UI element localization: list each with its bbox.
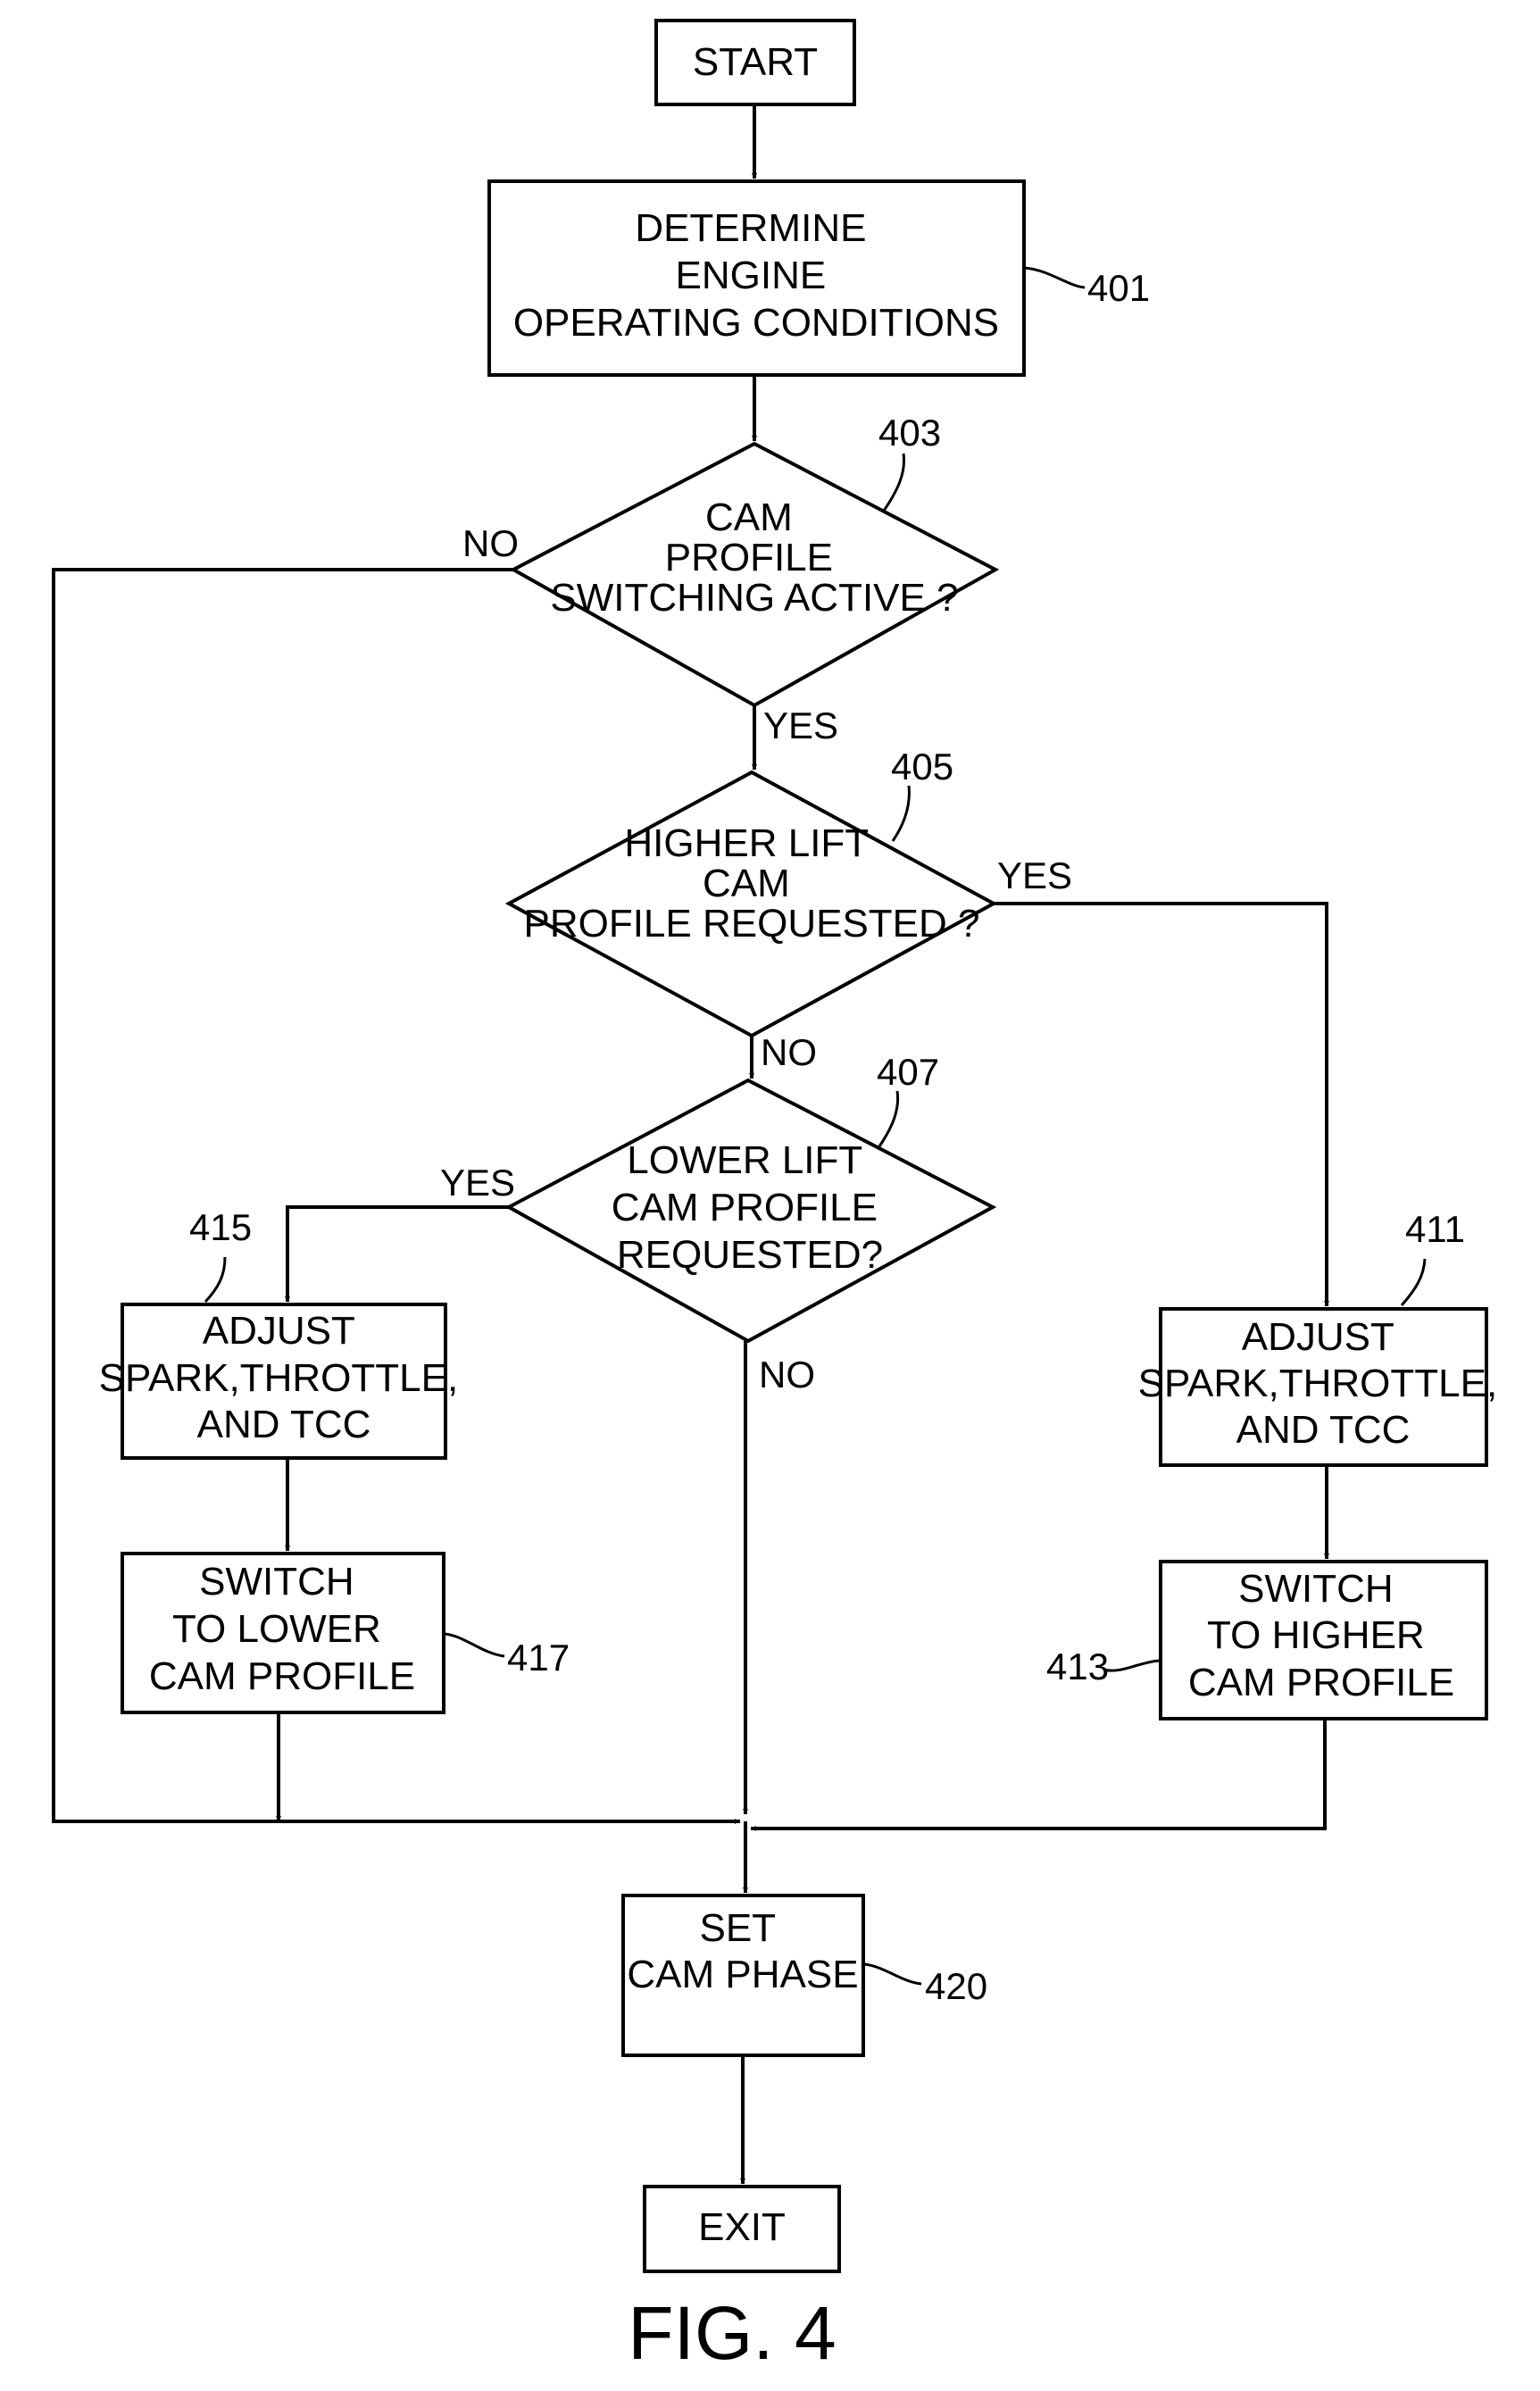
node-exit: EXIT [645, 2187, 839, 2271]
start-label: START [693, 40, 818, 84]
leader-420 [864, 1964, 921, 1984]
leader-401 [1024, 268, 1085, 287]
exit-label: EXIT [698, 2205, 786, 2249]
ref-401: 401 [1087, 267, 1150, 309]
node-415-adjust-spark: ADJUST SPARK,THROTTLE, AND TCC [99, 1304, 470, 1458]
decision-405-higher-lift: HIGHER LIFT CAM PROFILE REQUESTED ? [509, 772, 994, 1036]
edge-label-403-no: NO [462, 522, 519, 564]
edge-413-to-merge [751, 1719, 1325, 1829]
edge-405-yes [994, 904, 1327, 1306]
edge-label-405-yes: YES [997, 854, 1072, 896]
ref-417: 417 [507, 1637, 570, 1679]
node-420-set-cam-phase: SET CAM PHASE [623, 1895, 863, 2055]
ref-411: 411 [1405, 1208, 1465, 1250]
ref-415: 415 [189, 1206, 252, 1248]
ref-403: 403 [878, 412, 941, 454]
node-401-determine-conditions: DETERMINE ENGINE OPERATING CONDITIONS [489, 181, 1024, 375]
leader-405 [893, 786, 909, 841]
leader-411 [1402, 1259, 1425, 1305]
ref-407: 407 [877, 1051, 939, 1093]
node-411-adjust-spark: ADJUST SPARK,THROTTLE, AND TCC [1138, 1309, 1509, 1465]
node-start: START [656, 21, 854, 104]
edge-407-yes [287, 1207, 509, 1302]
ref-413: 413 [1046, 1645, 1109, 1687]
leader-407 [879, 1091, 898, 1146]
node-417-switch-lower: SWITCH TO LOWER CAM PROFILE [122, 1554, 444, 1712]
leader-403 [884, 454, 904, 511]
edge-label-407-yes: YES [440, 1162, 515, 1204]
edge-label-403-yes: YES [763, 704, 838, 746]
decision-407-label: LOWER LIFT CAM PROFILE REQUESTED? [612, 1138, 889, 1277]
edge-label-407-no: NO [759, 1354, 815, 1395]
leader-417 [445, 1634, 504, 1656]
ref-420: 420 [925, 1965, 987, 2007]
edge-label-405-no: NO [761, 1031, 817, 1073]
ref-405: 405 [891, 746, 953, 787]
node-413-switch-higher: SWITCH TO HIGHER CAM PROFILE [1161, 1562, 1486, 1719]
leader-413 [1103, 1661, 1159, 1670]
decision-407-lower-lift: LOWER LIFT CAM PROFILE REQUESTED? [509, 1080, 993, 1341]
decision-403-switching-active: CAM PROFILE SWITCHING ACTIVE ? [513, 444, 995, 705]
leader-415 [205, 1257, 225, 1302]
figure-label: FIG. 4 [628, 2291, 836, 2375]
